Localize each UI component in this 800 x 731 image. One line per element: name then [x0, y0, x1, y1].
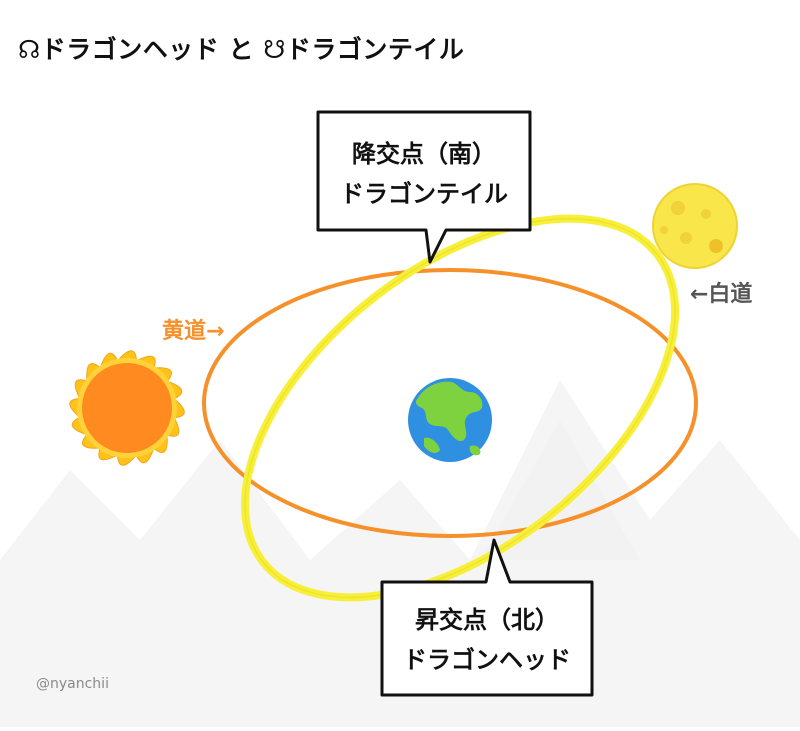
ascending-node-label: 昇交点（北） ドラゴンヘッド — [382, 600, 592, 680]
dragon-tail-title: ドラゴンテイル — [285, 35, 465, 64]
earth-icon — [408, 378, 492, 462]
sun-icon — [69, 350, 185, 466]
descending-node-line2: ドラゴンテイル — [340, 180, 508, 208]
dragon-tail-symbol: ☋ — [263, 35, 286, 64]
descending-node-line1: 降交点（南） — [352, 140, 496, 168]
descending-node-callout — [316, 110, 532, 264]
ascending-node-line2: ドラゴンヘッド — [403, 646, 571, 674]
ascending-node-callout — [380, 538, 594, 697]
descending-node-label: 降交点（南） ドラゴンテイル — [318, 134, 530, 214]
moon-path-label: ←白道 — [690, 282, 753, 307]
title-conjunction: と — [228, 35, 254, 64]
page-title: ☊ドラゴンヘッド と ☋ドラゴンテイル — [18, 30, 464, 66]
ecliptic-label: 黄道→ — [162, 319, 225, 344]
ascending-node-line1: 昇交点（北） — [415, 606, 559, 634]
dragon-head-symbol: ☊ — [18, 35, 41, 64]
moon-icon — [652, 183, 738, 269]
dragon-head-title: ドラゴンヘッド — [40, 35, 220, 64]
credit: @nyanchii — [36, 676, 109, 692]
ecliptic-orbit — [202, 268, 698, 538]
